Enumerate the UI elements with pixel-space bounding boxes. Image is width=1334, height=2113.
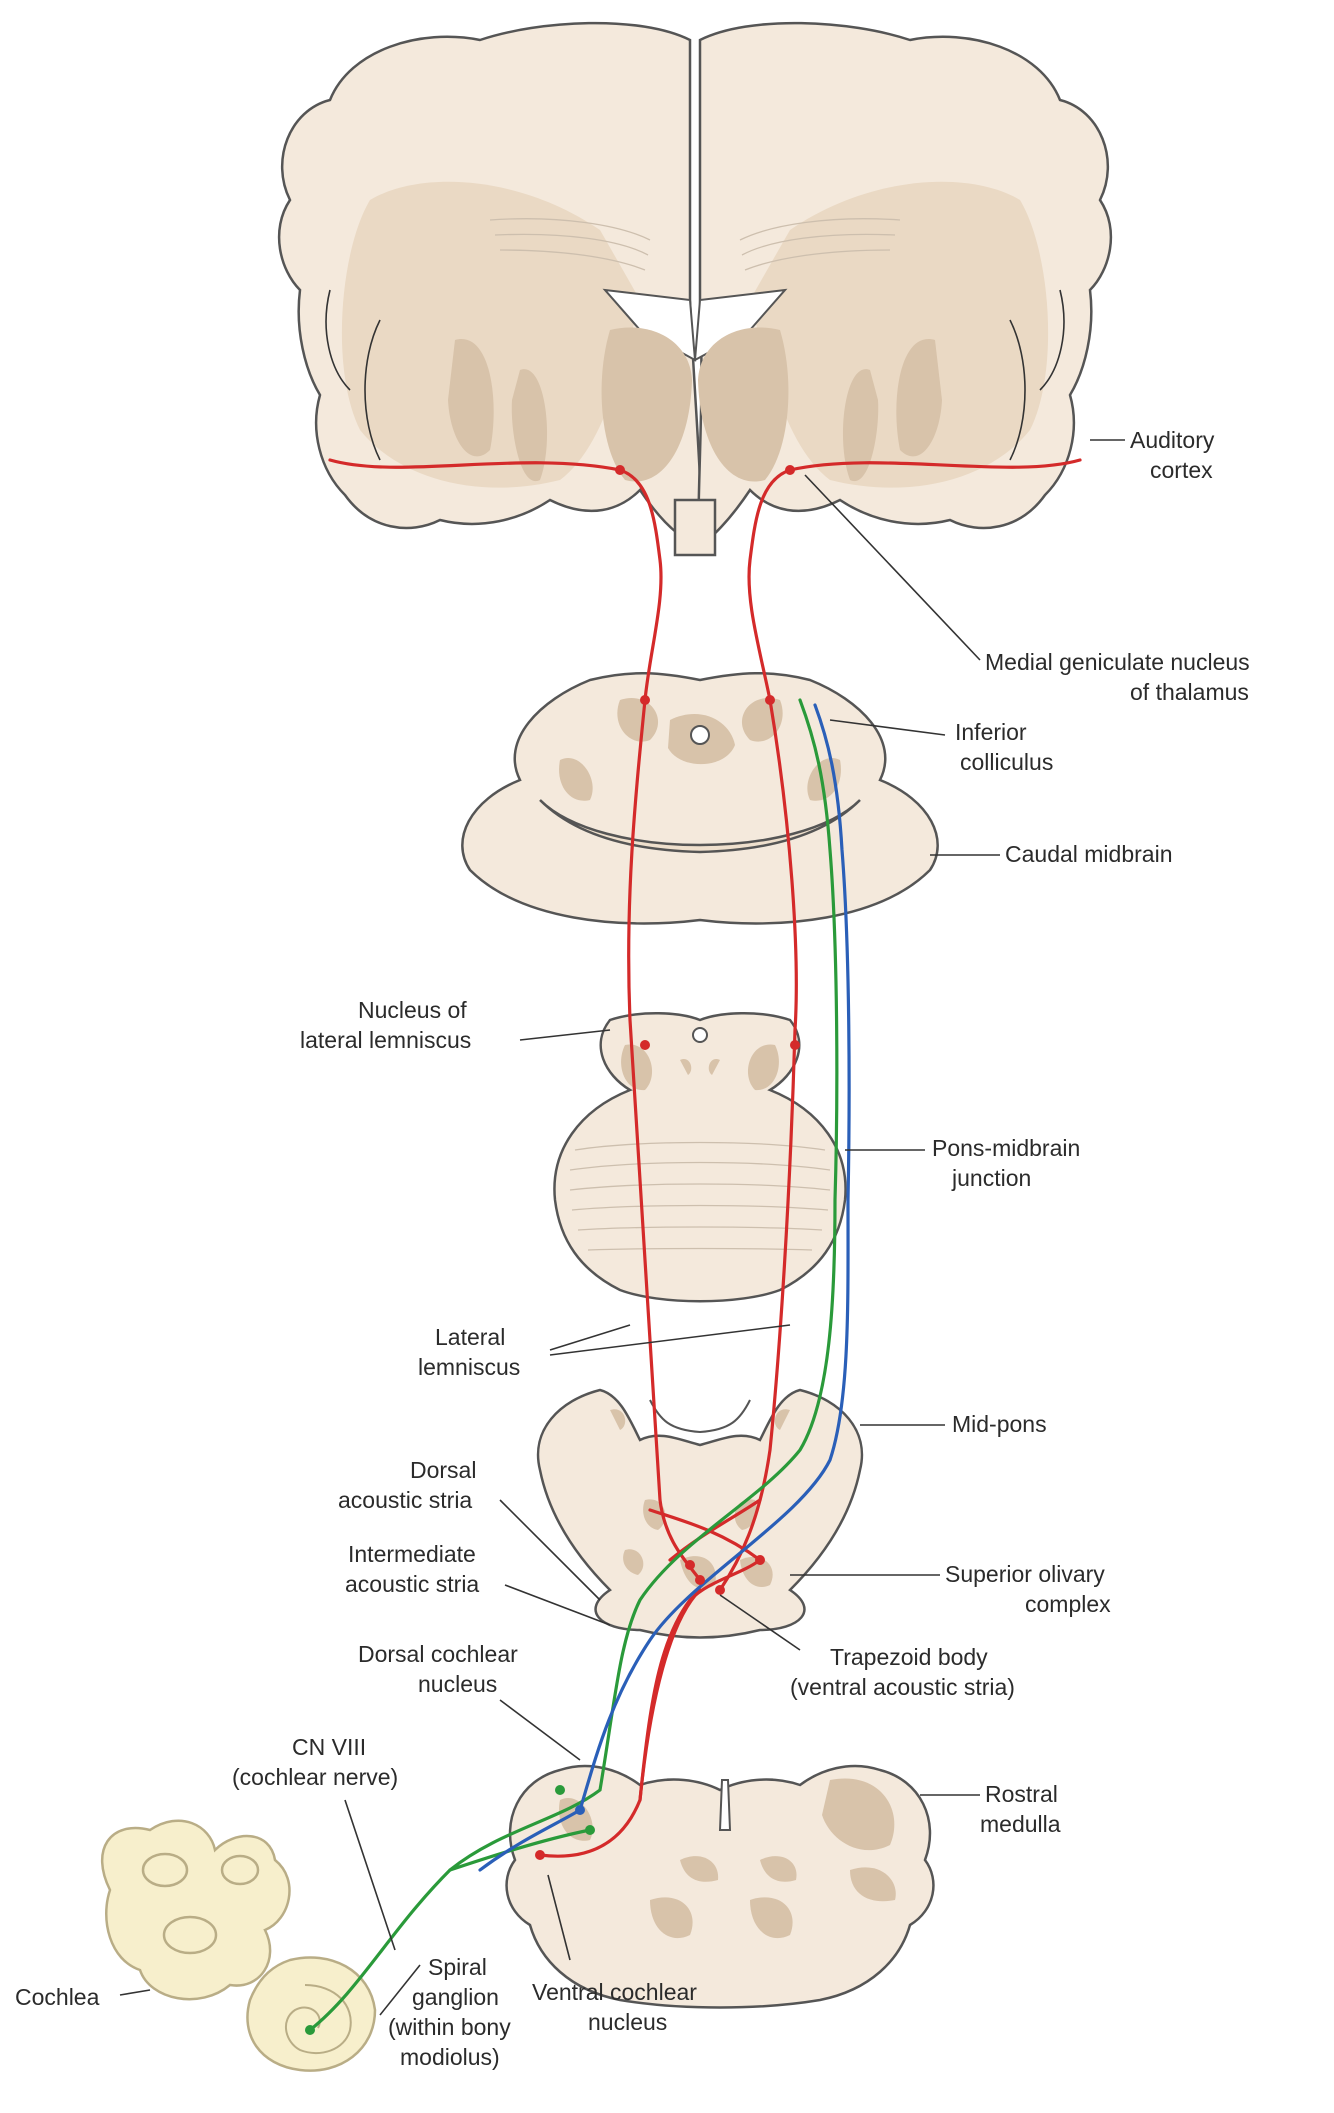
label-dorsal-acoustic-stria: Dorsal acoustic stria <box>338 1457 483 1513</box>
red-pathway-trapezoid <box>538 1558 762 1858</box>
green-pathway-branch <box>448 1828 592 1872</box>
auditory-fibers <box>305 458 1082 2035</box>
label-dorsal-cochlear-nucleus: Dorsal cochlear nucleus <box>358 1641 524 1697</box>
red-pathway-cross-2 <box>668 1498 762 1562</box>
leader-lines <box>119 439 1125 2016</box>
text-labels: Auditory cortex Medial geniculate nucleu… <box>15 427 1256 2070</box>
red-pathway-cross <box>648 1508 762 1562</box>
cerebrum-coronal-section <box>277 21 1113 557</box>
label-spiral-ganglion: Spiral ganglion (within bony modiolus) <box>388 1954 517 2070</box>
red-pathway-right-cortex <box>747 458 1082 702</box>
label-auditory-cortex: Auditory cortex <box>1130 427 1221 483</box>
inner-ear-cochlea <box>100 1819 377 2072</box>
blue-pathway <box>578 703 851 1812</box>
label-intermediate-acoustic-stria: Intermediate acoustic stria <box>345 1541 482 1597</box>
label-ventral-cochlear-nucleus: Ventral cochlear nucleus <box>532 1979 703 2035</box>
red-pathway-right-lemniscus <box>718 698 798 1592</box>
label-trapezoid-body: Trapezoid body (ventral acoustic stria) <box>790 1644 1015 1700</box>
label-mid-pons: Mid-pons <box>952 1411 1047 1437</box>
label-inferior-colliculus: Inferior colliculus <box>955 719 1053 775</box>
label-superior-olivary-complex: Superior olivary complex <box>945 1561 1111 1617</box>
red-pathway-left-cortex <box>328 458 663 702</box>
label-rostral-medulla: Rostral medulla <box>980 1781 1064 1837</box>
blue-pathway-branch <box>478 1808 582 1872</box>
label-caudal-midbrain: Caudal midbrain <box>1005 841 1172 867</box>
caudal-midbrain-section <box>461 671 939 925</box>
red-pathway-left-lemniscus <box>627 698 702 1582</box>
label-pons-midbrain-junction: Pons-midbrain junction <box>932 1135 1087 1191</box>
green-pathway <box>308 698 839 2032</box>
mid-pons-section <box>536 1388 864 1639</box>
red-pathway-olive-left <box>638 1588 702 1802</box>
label-cochlea: Cochlea <box>15 1984 100 2010</box>
label-lateral-lemniscus: Lateral lemniscus <box>418 1324 520 1380</box>
label-nucleus-lateral-lemniscus: Nucleus of lateral lemniscus <box>300 997 473 1053</box>
pons-midbrain-junction-section <box>553 1012 847 1303</box>
label-cn-viii: CN VIII (cochlear nerve) <box>232 1734 398 1790</box>
rostral-medulla-section <box>505 1764 935 2009</box>
label-medial-geniculate: Medial geniculate nucleus of thalamus <box>985 649 1256 705</box>
